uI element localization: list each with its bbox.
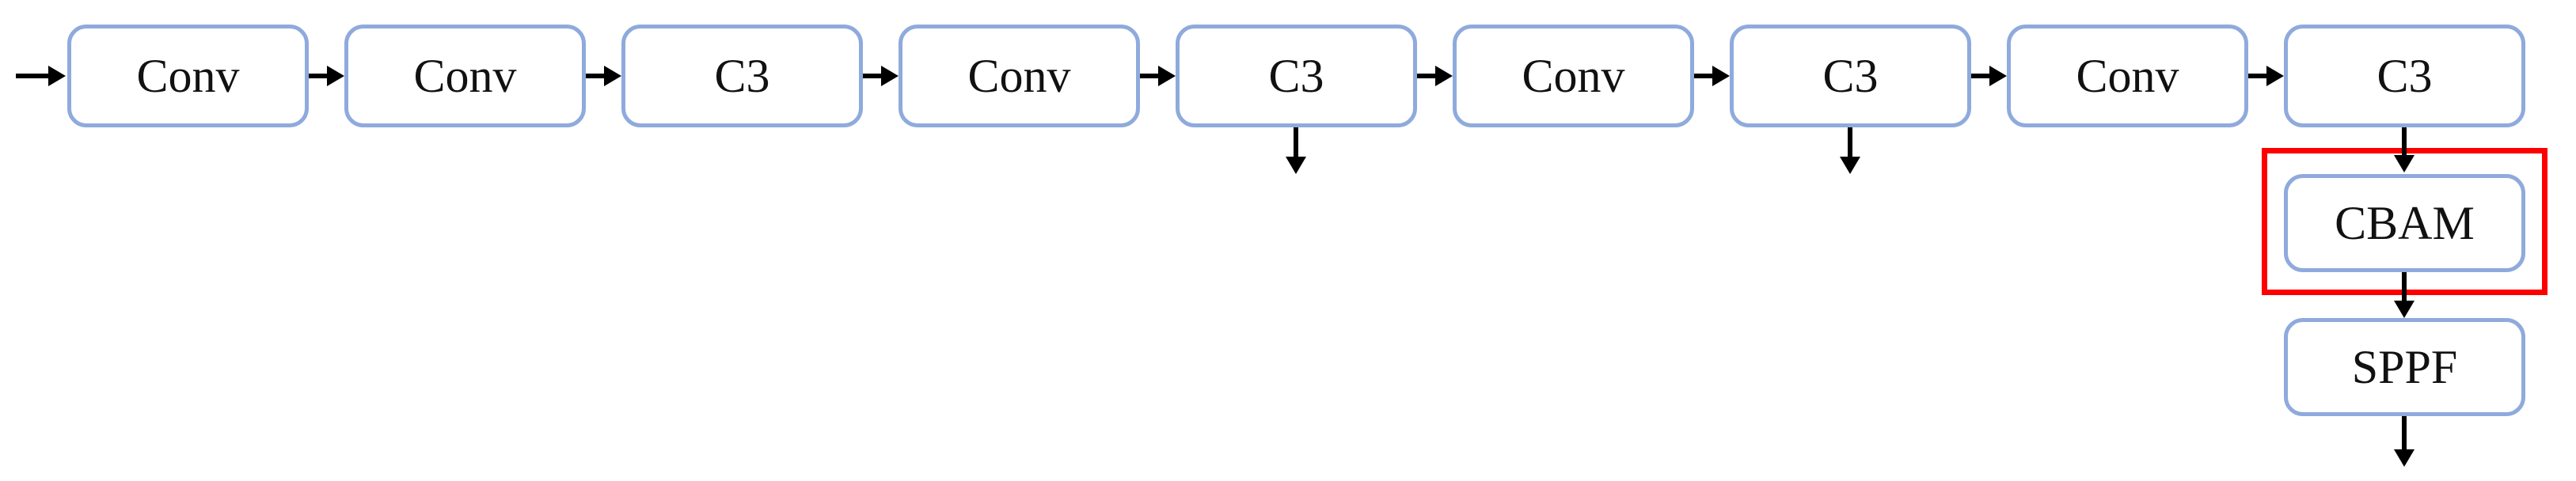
arrow-head-icon bbox=[1712, 66, 1730, 86]
arrow-head-icon bbox=[1286, 157, 1306, 174]
node-c3-7: C3 bbox=[1730, 25, 1971, 127]
arrow-shaft bbox=[1294, 127, 1298, 160]
node-label: C3 bbox=[1822, 50, 1879, 102]
node-conv-4: Conv bbox=[899, 25, 1140, 127]
arrow-head-icon bbox=[1840, 157, 1860, 174]
arrow-head-icon bbox=[48, 66, 66, 86]
node-c3-5: C3 bbox=[1176, 25, 1417, 127]
arrow-head-icon bbox=[2266, 66, 2284, 86]
arrow-shaft bbox=[1848, 127, 1852, 160]
arrow-shaft bbox=[1971, 74, 1993, 78]
arrow-head-icon bbox=[604, 66, 621, 86]
arrow-shaft bbox=[16, 74, 51, 78]
arrow-shaft bbox=[2248, 74, 2270, 78]
node-label: Conv bbox=[136, 50, 240, 102]
arrow-shaft bbox=[1417, 74, 1438, 78]
arrow-shaft bbox=[2402, 127, 2407, 158]
node-label: C3 bbox=[2377, 50, 2433, 102]
arrow-shaft bbox=[309, 74, 330, 78]
node-cbam: CBAM bbox=[2284, 174, 2525, 272]
arrow-shaft bbox=[2402, 272, 2407, 304]
arrow-head-icon bbox=[327, 66, 344, 86]
node-label: Conv bbox=[2076, 50, 2179, 102]
node-label: Conv bbox=[413, 50, 517, 102]
arrow-head-icon bbox=[2394, 449, 2415, 467]
node-label: Conv bbox=[967, 50, 1071, 102]
arrow-shaft bbox=[1694, 74, 1715, 78]
node-conv-6: Conv bbox=[1453, 25, 1694, 127]
arrow-head-icon bbox=[2394, 155, 2415, 172]
node-label: C3 bbox=[714, 50, 770, 102]
node-label: C3 bbox=[1268, 50, 1324, 102]
arrow-shaft bbox=[2402, 416, 2407, 453]
arrow-shaft bbox=[1140, 74, 1161, 78]
node-c3-9: C3 bbox=[2284, 25, 2525, 127]
arrow-head-icon bbox=[2394, 301, 2415, 318]
arrow-head-icon bbox=[1158, 66, 1176, 86]
node-c3-3: C3 bbox=[621, 25, 863, 127]
node-label: Conv bbox=[1522, 50, 1625, 102]
node-label: SPPF bbox=[2351, 341, 2458, 393]
arrow-head-icon bbox=[1989, 66, 2007, 86]
node-conv-8: Conv bbox=[2007, 25, 2248, 127]
arrow-head-icon bbox=[1435, 66, 1453, 86]
node-sppf: SPPF bbox=[2284, 318, 2525, 416]
arrow-shaft bbox=[586, 74, 607, 78]
node-conv-2: Conv bbox=[344, 25, 586, 127]
node-label: CBAM bbox=[2335, 197, 2475, 249]
node-conv-1: Conv bbox=[67, 25, 309, 127]
arrow-shaft bbox=[863, 74, 884, 78]
arrow-head-icon bbox=[881, 66, 899, 86]
